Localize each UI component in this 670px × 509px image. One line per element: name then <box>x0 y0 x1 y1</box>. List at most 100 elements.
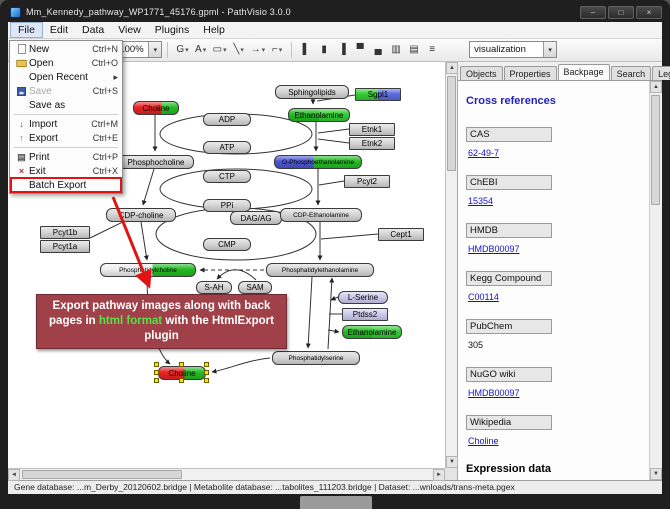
pathway-node-sam[interactable]: SAM <box>238 281 272 295</box>
align-right-icon: ▐ <box>338 44 346 56</box>
brace-tool-button[interactable]: ⌐▾ <box>268 41 286 59</box>
selection-handle[interactable] <box>179 378 184 384</box>
tab-objects[interactable]: Objects <box>460 66 503 81</box>
stack-button[interactable]: ≡ <box>423 41 441 59</box>
distribute-v-button[interactable]: ▤ <box>405 41 423 59</box>
menu-view[interactable]: View <box>118 24 141 36</box>
xref-link[interactable]: HMDB00097 <box>468 244 520 255</box>
pathway-node-phosphatidylserine[interactable]: Phosphatidylserine <box>272 351 360 366</box>
align-bottom-button[interactable]: ▄ <box>369 41 387 59</box>
minimize-button[interactable]: – <box>580 5 606 19</box>
pathway-node-atp[interactable]: ATP <box>203 141 251 155</box>
pathway-node-l-serine[interactable]: L-Serine <box>338 291 388 305</box>
pathway-node-cdp-ethanolamine[interactable]: CDP-Ethanolamine <box>280 208 362 223</box>
selection-handle[interactable] <box>154 378 159 384</box>
distribute-h-button[interactable]: ▥ <box>387 41 405 59</box>
selection-handle[interactable] <box>179 362 184 368</box>
pathway-node-pcyt2[interactable]: Pcyt2 <box>344 175 390 189</box>
titlebar[interactable]: Mm_Kennedy_pathway_WP1771_45176.gpml - P… <box>10 3 662 21</box>
save-file-icon <box>17 86 26 96</box>
shape-tool-icon: ▭ <box>212 44 223 56</box>
pathway-node-pcyt1a[interactable]: Pcyt1a <box>40 240 90 254</box>
pathway-node-pcyt1b[interactable]: Pcyt1b <box>40 226 90 240</box>
menu-file[interactable]: File <box>10 22 43 38</box>
selection-handle[interactable] <box>204 362 209 368</box>
selection-handle[interactable] <box>204 370 209 376</box>
chevron-down-icon[interactable]: ▾ <box>543 42 557 58</box>
pathway-node-ptdss2[interactable]: Ptdss2 <box>342 308 388 322</box>
scroll-up-icon[interactable]: ▲ <box>650 81 662 94</box>
shape-tool-button[interactable]: ▭▾ <box>210 41 230 59</box>
xref-link[interactable]: 15354 <box>468 196 494 207</box>
menu-edit[interactable]: Edit <box>49 24 69 36</box>
maximize-button[interactable]: □ <box>608 5 634 19</box>
pathway-node-ethanolamine-low[interactable]: Ethanolamine <box>342 325 402 340</box>
file-menu-item-open-recent[interactable]: Open Recent▸ <box>11 70 121 84</box>
close-button[interactable]: × <box>636 5 662 19</box>
pathway-node-ethanolamine-top[interactable]: Ethanolamine <box>288 108 350 123</box>
visualization-combobox[interactable]: visualization ▾ <box>469 41 558 59</box>
tab-legend[interactable]: Legend <box>652 66 670 81</box>
vscroll-thumb[interactable] <box>447 76 456 172</box>
pathway-node-o-phosphoethanolamine[interactable]: O-Phosphoethanolamine <box>274 155 362 170</box>
pathway-node-sgpl1[interactable]: Sgpl1 <box>355 88 401 102</box>
pathway-node-ctp[interactable]: CTP <box>203 170 251 184</box>
xref-link[interactable]: Choline <box>468 436 499 447</box>
pathway-node-phosphatidylcholine[interactable]: Phosphatidylcholine <box>100 263 196 278</box>
pathway-node-ppi[interactable]: PPi <box>203 199 251 213</box>
pathway-node-phosphocholine[interactable]: Phosphocholine <box>118 155 194 170</box>
pathway-node-etnk2[interactable]: Etnk2 <box>349 137 395 151</box>
pathway-node-adp[interactable]: ADP <box>203 113 251 127</box>
selection-handle[interactable] <box>204 378 209 384</box>
sidebar-scroll-thumb[interactable] <box>651 95 660 206</box>
scroll-up-icon[interactable]: ▲ <box>446 62 458 75</box>
tab-properties[interactable]: Properties <box>503 66 557 81</box>
tab-search[interactable]: Search <box>610 66 652 81</box>
menu-plugins[interactable]: Plugins <box>154 24 190 36</box>
pathway-node-cept1[interactable]: Cept1 <box>378 228 424 242</box>
pathway-node-cmp[interactable]: CMP <box>203 238 251 252</box>
xref-link[interactable]: HMDB00097 <box>468 388 520 399</box>
scroll-right-icon[interactable]: ► <box>433 469 445 482</box>
tab-backpage[interactable]: Backpage <box>557 64 610 81</box>
pathway-node-cdp-choline[interactable]: CDP-choline <box>106 208 176 223</box>
align-center-button[interactable]: ▮ <box>315 41 333 59</box>
scroll-down-icon[interactable]: ▼ <box>650 468 662 481</box>
file-menu-item-batch-export[interactable]: Batch Export <box>10 177 122 193</box>
canvas-vscrollbar[interactable]: ▲ ▼ <box>445 62 458 469</box>
selection-handle[interactable] <box>154 362 159 368</box>
file-menu-item-save-as[interactable]: Save as <box>11 98 121 112</box>
arrow-tool-button[interactable]: →▾ <box>248 41 269 59</box>
pathway-node-etnk1[interactable]: Etnk1 <box>349 123 395 137</box>
xref-link[interactable]: 62-49-7 <box>468 148 500 159</box>
scroll-left-icon[interactable]: ◄ <box>8 469 20 482</box>
menu-help[interactable]: Help <box>203 24 225 36</box>
menu-data[interactable]: Data <box>82 24 105 36</box>
chevron-down-icon[interactable]: ▾ <box>148 42 162 58</box>
label-tool-button[interactable]: A▾ <box>192 41 210 59</box>
pathway-node-phosphatidylethanolamine[interactable]: Phosphatidylethanolamine <box>266 263 374 278</box>
sidebar-scrollbar[interactable]: ▲ ▼ <box>649 81 662 481</box>
pathway-node-dag-ag[interactable]: DAG/AG <box>230 211 282 226</box>
align-left-button[interactable]: ▌ <box>297 41 315 59</box>
pathway-node-sphingolipids[interactable]: Sphingolipids <box>275 85 349 100</box>
selection-handle[interactable] <box>154 370 159 376</box>
pathway-node-s-ah[interactable]: S-AH <box>196 281 232 295</box>
line-tool-button[interactable]: ╲▾ <box>230 41 248 59</box>
xref-link[interactable]: C00114 <box>468 292 499 303</box>
canvas-hscrollbar[interactable]: ◄ ► <box>8 468 445 482</box>
scroll-down-icon[interactable]: ▼ <box>446 456 458 469</box>
gene-tool-button[interactable]: G▾ <box>173 41 191 59</box>
pathway-node-choline-top[interactable]: Choline <box>133 101 179 116</box>
align-top-button[interactable]: ▀ <box>351 41 369 59</box>
align-right-button[interactable]: ▐ <box>333 41 351 59</box>
hscroll-thumb[interactable] <box>22 470 182 480</box>
